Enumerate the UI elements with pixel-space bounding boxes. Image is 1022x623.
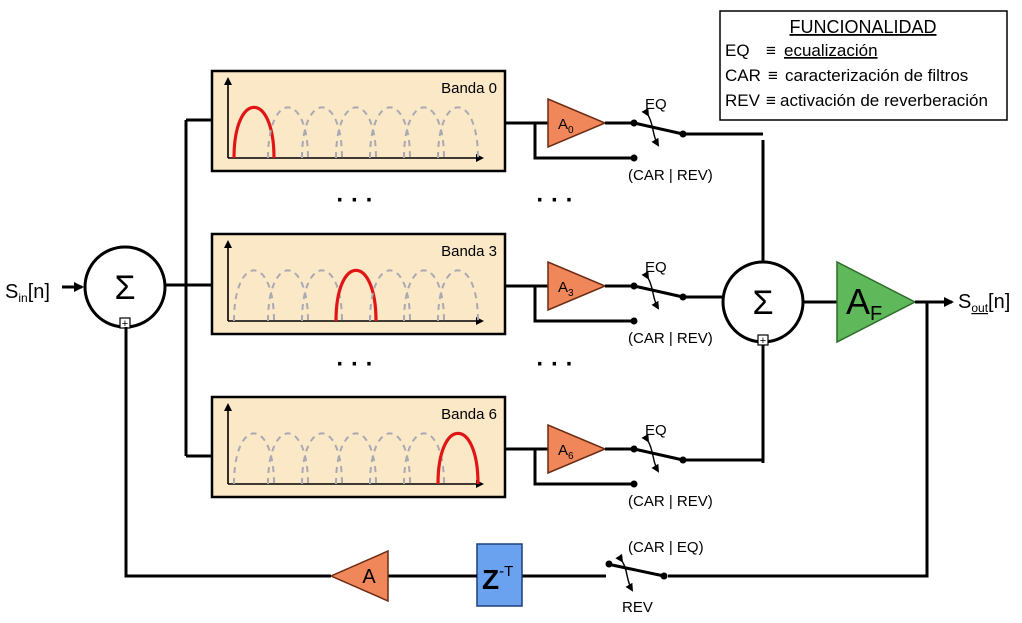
legend-key-eq: EQ (725, 41, 750, 60)
band-hump (301, 269, 343, 322)
band-hump (403, 269, 445, 322)
switch-arc (641, 270, 660, 310)
band-box (210, 395, 507, 499)
band-hump (335, 106, 377, 159)
switch-contact-bypass (630, 317, 638, 325)
band-hump (301, 432, 343, 485)
band-hump (437, 269, 479, 322)
switch-contact-bypass (630, 154, 638, 162)
final-amplifier (836, 260, 917, 344)
band-amplifier-label: A3 (558, 279, 574, 299)
input-summer-plus: + (122, 318, 128, 330)
delay-label: Z-T (482, 563, 513, 595)
legend-value-eq: ecualización (784, 41, 878, 60)
feedback-switch-contact-left (605, 560, 613, 568)
switch-blade (633, 447, 684, 462)
ellipsis-3: · · · (336, 351, 373, 378)
feedback-switch-down-label: REV (622, 599, 653, 616)
switch-contact-bypass (630, 480, 638, 488)
ellipsis-2: · · · (536, 187, 573, 214)
band-box (210, 69, 507, 173)
band-hump-active (232, 105, 276, 159)
legend: FUNCIONALIDAD EQ ≡ ecualización CAR ≡ ca… (719, 10, 1008, 121)
input-summer-symbol: Σ (114, 269, 135, 307)
band-hump (335, 432, 377, 485)
band-hump (403, 432, 445, 485)
legend-sep-rev: ≡ (766, 91, 776, 110)
legend-key-car: CAR (725, 66, 761, 85)
output-summer-symbol: Σ (752, 284, 773, 322)
band-hump (233, 432, 275, 485)
bypass-wire (533, 123, 632, 160)
band-amplifier (547, 423, 607, 475)
feedback-switch-arc (615, 553, 634, 592)
delay-block (476, 543, 523, 607)
switch-bypass-label: (CAR | REV) (628, 167, 713, 184)
band-row-0: Banda 0 A0 EQ (CAR | REV) (210, 69, 763, 184)
legend-key-rev: REV (725, 91, 761, 110)
band-hump (437, 106, 479, 159)
ellipsis-1: · · · (336, 187, 373, 214)
switch-eq-label: EQ (645, 96, 667, 113)
output-signal-label: Sout[n] (958, 291, 1010, 315)
switch-blade (633, 284, 684, 299)
input-signal-label: Sin[n] (5, 281, 50, 305)
band-amplifier-label: A6 (558, 442, 574, 462)
legend-sep-eq: ≡ (766, 41, 776, 60)
band-hump (369, 269, 411, 322)
band-hump-active (436, 431, 480, 485)
switch-eq-label: EQ (645, 422, 667, 439)
band-hump (267, 106, 309, 159)
output-summer-plus-box (757, 334, 769, 346)
bypass-wire (533, 286, 632, 323)
band-hump (403, 106, 445, 159)
band-hump-active (334, 268, 378, 322)
switch-bypass-label: (CAR | REV) (628, 493, 713, 510)
final-amplifier-label: AF (846, 281, 882, 325)
feedback-amplifier-label: A (362, 566, 376, 588)
band-row-1: Banda 3 A3 EQ (CAR | REV) (210, 232, 723, 347)
feedback-switch-blade (611, 563, 665, 578)
band-amplifier (547, 97, 607, 149)
band-label: Banda 3 (441, 243, 497, 260)
band-box (210, 232, 507, 336)
band-label: Banda 6 (441, 406, 497, 423)
legend-title: FUNCIONALIDAD (789, 17, 936, 37)
band-hump (267, 269, 309, 322)
switch-blade (633, 121, 684, 136)
band-hump (369, 106, 411, 159)
output-summer-plus: + (760, 335, 766, 347)
bypass-wire (533, 449, 632, 486)
ellipsis-4: · · · (536, 351, 573, 378)
legend-box (719, 10, 1008, 121)
band-label: Banda 0 (441, 80, 497, 97)
legend-value-rev: activación de reverberación (780, 91, 988, 110)
switch-bypass-label: (CAR | REV) (628, 330, 713, 347)
switch-arc (641, 433, 660, 473)
band-amplifier-label: A0 (558, 116, 574, 136)
feedback-switch-up-label: (CAR | EQ) (628, 539, 704, 556)
legend-value-car: caracterización de filtros (785, 66, 968, 85)
band-row-2: Banda 6 A6 EQ (CAR | REV) (210, 395, 763, 510)
legend-sep-car: ≡ (768, 66, 778, 85)
switch-eq-label: EQ (645, 259, 667, 276)
feedback-wire-to-summer (124, 327, 331, 578)
feedback-amplifier (329, 549, 389, 603)
band-hump (301, 106, 343, 159)
feedback-wire-right (668, 302, 929, 578)
switch-arc (641, 107, 660, 147)
band-hump (233, 269, 275, 322)
band-hump (369, 432, 411, 485)
band-amplifier (547, 260, 607, 312)
band-hump (267, 432, 309, 485)
